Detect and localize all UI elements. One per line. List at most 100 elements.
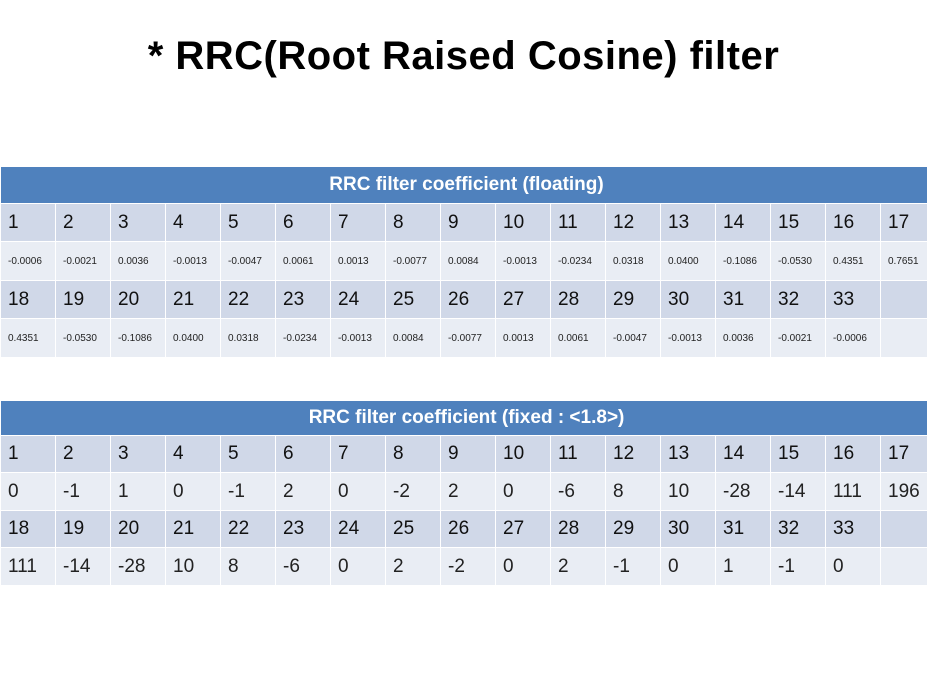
index-cell: 33: [825, 510, 881, 548]
index-cell: 18: [0, 280, 56, 319]
page-title: * RRC(Root Raised Cosine) filter: [147, 34, 780, 78]
coefficient-cell: 0: [330, 547, 386, 586]
index-cell: 24: [330, 510, 386, 548]
index-cell: 27: [495, 280, 551, 319]
coefficient-cell: 111: [0, 547, 56, 586]
coefficient-cell: 0.4351: [0, 318, 56, 358]
index-cell: 22: [220, 280, 276, 319]
coefficient-cell: 1: [110, 472, 166, 511]
index-cell: [880, 280, 927, 319]
coefficient-cell: -0.0013: [660, 318, 716, 358]
coefficient-cell: 0.0061: [275, 241, 331, 281]
coefficient-cell: 0.7651: [880, 241, 927, 281]
coefficient-cell: -1: [55, 472, 111, 511]
index-cell: 33: [825, 280, 881, 319]
index-cell: 14: [715, 435, 771, 473]
table-header-row: RRC filter coefficient (floating): [0, 166, 927, 204]
index-cell: 29: [605, 510, 661, 548]
coefficient-cell: -0.1086: [110, 318, 166, 358]
coefficient-cell: -0.0013: [330, 318, 386, 358]
index-cell: 17: [880, 203, 927, 242]
coefficient-cell: 0: [330, 472, 386, 511]
index-cell: 3: [110, 203, 166, 242]
coefficient-cell: 111: [825, 472, 881, 511]
index-cell: 32: [770, 510, 826, 548]
coefficient-cell: 2: [440, 472, 496, 511]
index-cell: 8: [385, 203, 441, 242]
index-cell: [879, 510, 927, 548]
index-cell: 16: [825, 435, 881, 473]
coefficient-cell: 10: [660, 472, 716, 511]
coefficient-cell: -0.0077: [385, 241, 441, 281]
index-cell: 15: [770, 203, 826, 242]
index-cell: 27: [495, 510, 551, 548]
index-cell: 25: [385, 510, 441, 548]
index-cell: 25: [385, 280, 441, 319]
index-cell: 1: [0, 203, 56, 242]
index-cell: 4: [165, 203, 221, 242]
coefficient-cell: -0.0006: [0, 241, 56, 281]
index-cell: 1: [0, 435, 56, 473]
coefficient-cell: 0.4351: [825, 241, 881, 281]
coefficient-cell: 0: [0, 472, 56, 511]
index-cell: 11: [550, 203, 606, 242]
coefficient-cell: 0: [495, 472, 551, 511]
coefficient-cell: 0.0036: [715, 318, 771, 358]
coefficient-cell: 0: [660, 547, 716, 586]
index-cell: 9: [440, 203, 496, 242]
index-cell: 20: [110, 510, 166, 548]
coefficient-cell: -0.0234: [550, 241, 606, 281]
coefficient-cell: -0.0077: [440, 318, 496, 358]
index-cell: 15: [770, 435, 826, 473]
index-cell: 7: [330, 435, 386, 473]
index-cell: 28: [550, 280, 606, 319]
coefficient-cell: 0: [165, 472, 221, 511]
coefficient-cell: -2: [440, 547, 496, 586]
coefficient-cell: -0.0530: [55, 318, 111, 358]
coefficient-cell: 0.0013: [495, 318, 551, 358]
index-cell: 23: [275, 510, 331, 548]
coefficient-cell: 0.0013: [330, 241, 386, 281]
coefficient-cell: 0: [495, 547, 551, 586]
table-header-row: RRC filter coefficient (fixed : <1.8>): [0, 400, 927, 436]
coefficient-cell: -1: [605, 547, 661, 586]
index-cell: 11: [550, 435, 606, 473]
coefficient-cell: 2: [385, 547, 441, 586]
coefficient-cell: 1: [715, 547, 771, 586]
index-cell: 13: [660, 203, 716, 242]
index-cell: 29: [605, 280, 661, 319]
index-cell: 19: [55, 510, 111, 548]
coefficient-cell: -0.0234: [275, 318, 331, 358]
index-cell: 13: [660, 435, 716, 473]
index-cell: 30: [660, 280, 716, 319]
coefficient-cell: [880, 318, 927, 358]
index-cell: 21: [165, 510, 221, 548]
index-cell: 10: [495, 203, 551, 242]
index-cell: 5: [220, 435, 276, 473]
index-cell: 12: [605, 203, 661, 242]
coefficient-cell: -0.0047: [220, 241, 276, 281]
coefficient-cell: 8: [605, 472, 661, 511]
index-cell: 28: [550, 510, 606, 548]
index-cell: 21: [165, 280, 221, 319]
index-cell: 22: [220, 510, 276, 548]
coefficient-cell: -14: [55, 547, 111, 586]
index-cell: 31: [715, 280, 771, 319]
index-cell: 6: [275, 203, 331, 242]
index-cell: 30: [660, 510, 716, 548]
coefficient-cell: 0.0061: [550, 318, 606, 358]
index-cell: 16: [825, 203, 881, 242]
coefficient-cell: 10: [165, 547, 221, 586]
coefficient-cell: 0.0400: [660, 241, 716, 281]
index-cell: 19: [55, 280, 111, 319]
index-cell: 32: [770, 280, 826, 319]
